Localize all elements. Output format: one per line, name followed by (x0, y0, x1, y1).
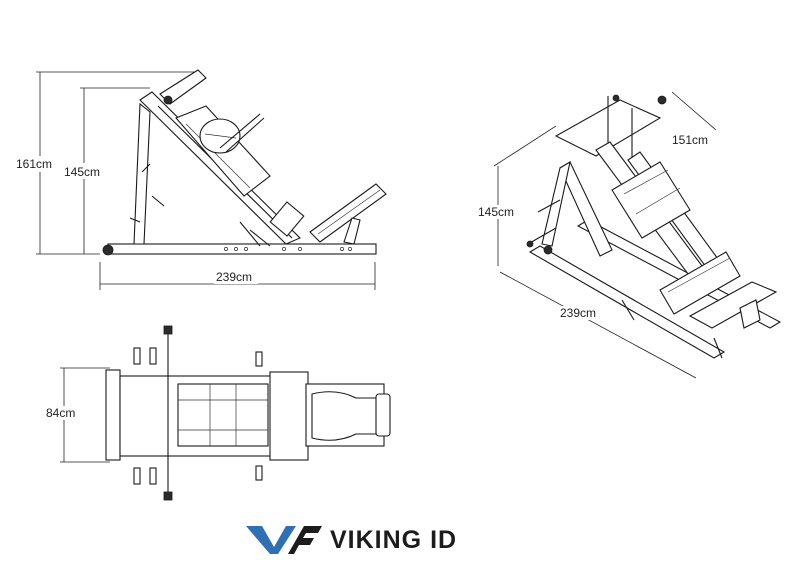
label-iso-length: 239cm (560, 306, 596, 320)
label-iso-width: 151cm (672, 133, 708, 147)
vf-logo-icon (246, 526, 322, 554)
brand-name: VIKING ID (330, 525, 458, 554)
brand-logo: VIKING ID (244, 520, 457, 560)
dim-side-length: 239cm (99, 262, 376, 290)
dim-iso-width: 151cm (670, 91, 717, 147)
label-side-length: 239cm (216, 270, 252, 284)
dim-top-width: 84cm (44, 367, 110, 463)
label-side-height-total: 161cm (16, 157, 52, 171)
top-view: 84cm (44, 325, 391, 501)
label-side-height-frame: 145cm (64, 165, 100, 179)
dim-side-height-total: 161cm (14, 71, 200, 255)
label-iso-height: 145cm (478, 205, 514, 219)
dim-side-height-frame: 145cm (62, 87, 150, 254)
iso-view: 145cm 151cm 239cm (476, 91, 782, 379)
label-top-width: 84cm (46, 406, 75, 420)
dim-iso-height: 145cm (476, 125, 557, 266)
dim-iso-length: 239cm (499, 271, 697, 379)
side-view: 161cm 145cm 239cm (14, 69, 387, 290)
